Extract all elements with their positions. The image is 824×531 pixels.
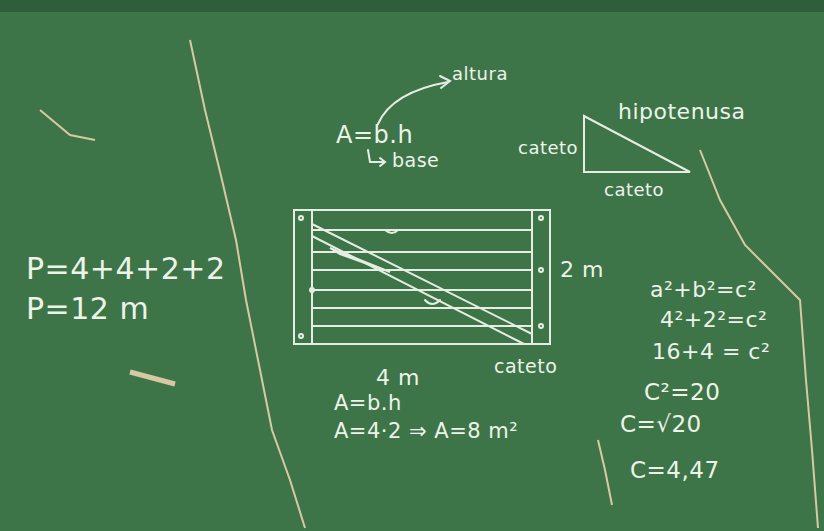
chalk-label: a²+b²=c² (650, 278, 757, 302)
chalk-label: 4²+2²=c² (660, 308, 767, 332)
chalk-label: A=4·2 ⇒ A=8 m² (334, 420, 518, 443)
pallet-drawing (294, 210, 550, 344)
chalk-label: C²=20 (644, 380, 720, 405)
chalk-label: P=4+4+2+2 (26, 252, 226, 285)
chalk-label: 2 m (560, 258, 604, 282)
chalk-label: 16+4 = c² (652, 340, 770, 364)
arrowhead (440, 76, 450, 88)
chalk-label: P=12 m (26, 292, 149, 325)
right-triangle (584, 116, 690, 172)
chalk-label: cateto (494, 356, 557, 377)
chalk-label: C=4,47 (630, 458, 720, 483)
chalk-label: altura (452, 64, 508, 84)
chalk-label: base (392, 150, 439, 171)
chalk-label: cateto (604, 180, 664, 200)
chalk-label: A=b.h (336, 122, 413, 148)
chalk-label: A=b.h (334, 392, 402, 415)
leader-altura (378, 82, 448, 124)
board-edge (0, 0, 824, 12)
chalk-label: 4 m (376, 366, 420, 390)
chalk-label: hipotenusa (618, 100, 745, 124)
chalk-label: C=√20 (620, 412, 702, 437)
chalk-label: cateto (518, 138, 578, 158)
